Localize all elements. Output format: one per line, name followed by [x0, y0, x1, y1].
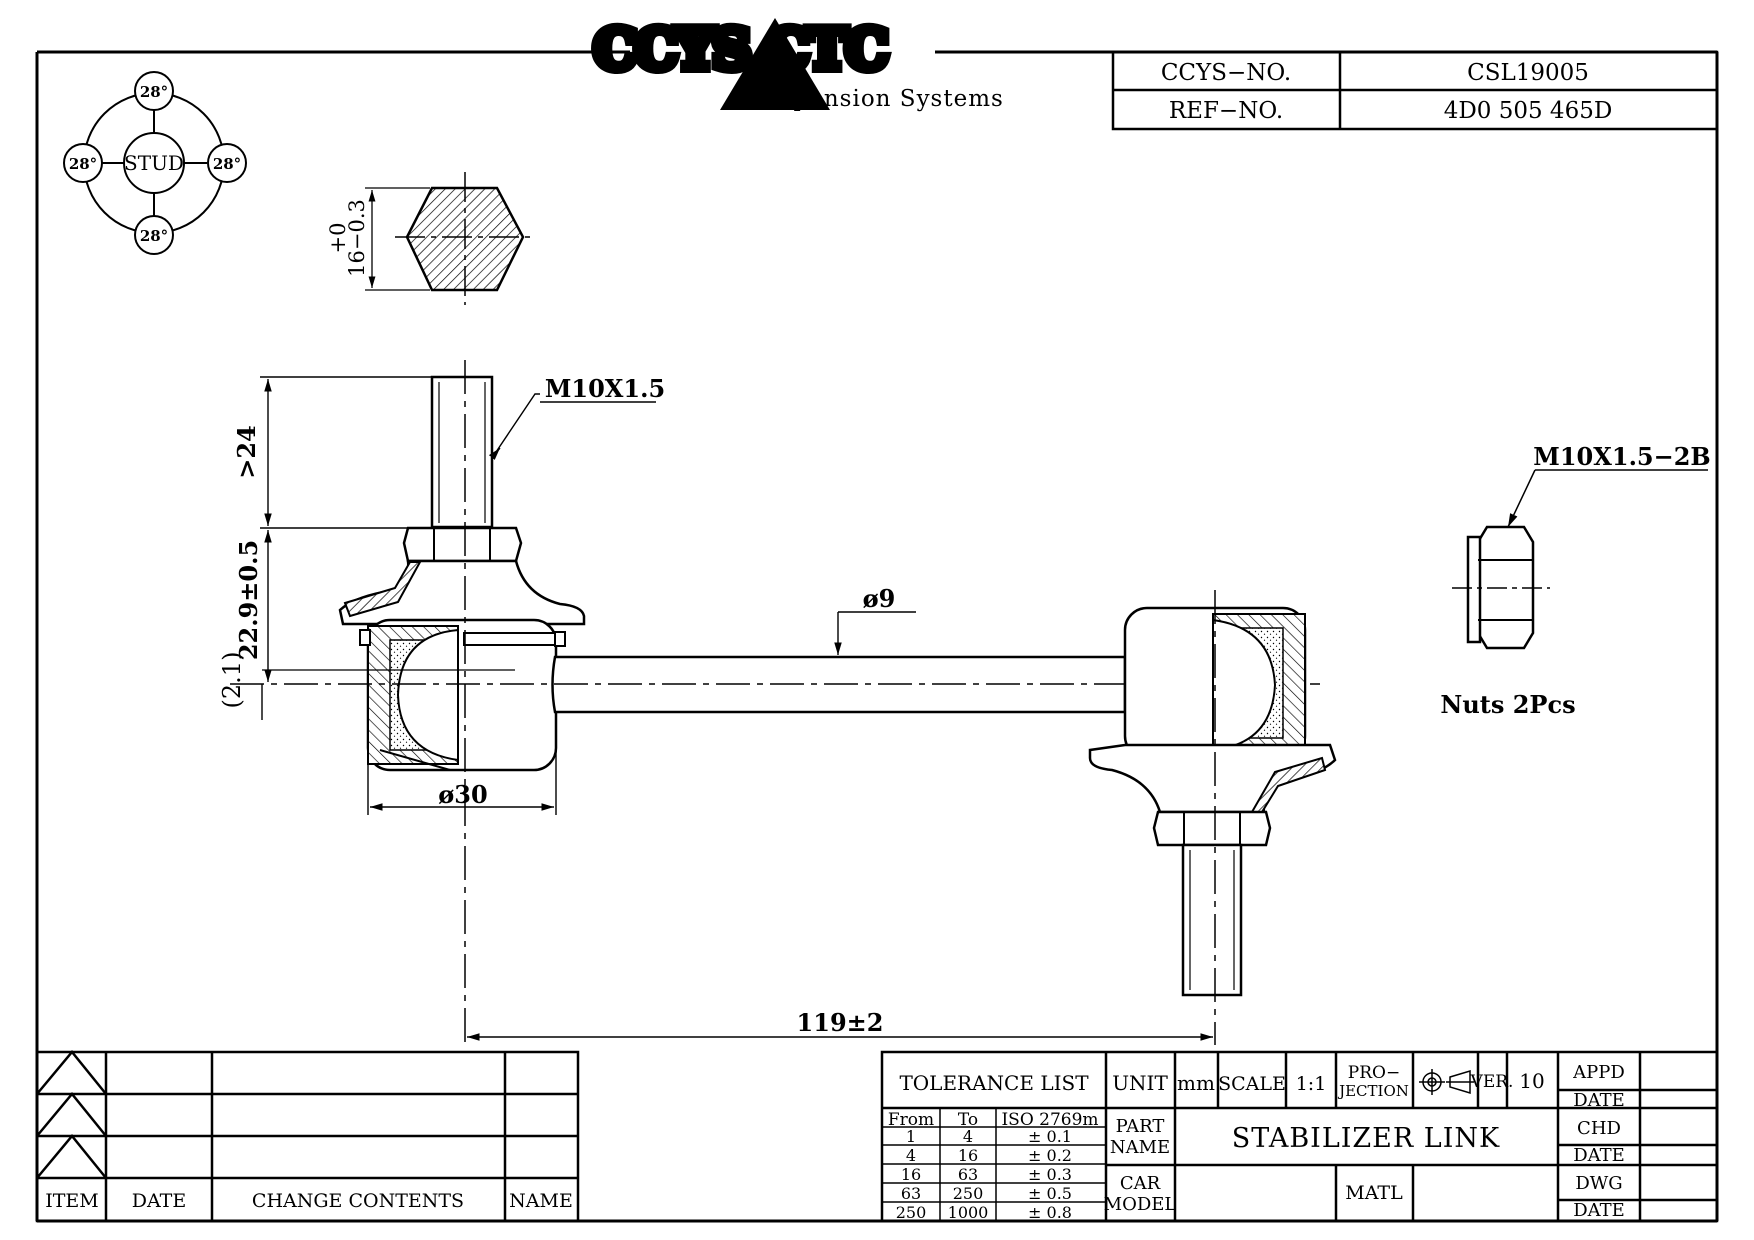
- tol-row-1-to: 4: [963, 1127, 973, 1146]
- tol-row-1-from: 1: [906, 1127, 916, 1146]
- ball-diameter-label: ø30: [438, 780, 487, 809]
- stud-angle-top: 28°: [140, 83, 168, 101]
- rev-header-name: NAME: [509, 1190, 573, 1212]
- logo-subtitle: Suspension Systems: [748, 86, 1004, 112]
- offset-label: (2.1): [218, 652, 246, 709]
- info-block: TOLERANCE LIST From To ISO 2769m 1 4 ± 0…: [880, 1050, 1719, 1223]
- part-name-label-2: NAME: [1110, 1137, 1170, 1158]
- unit-value: mm: [1177, 1071, 1215, 1095]
- matl-label: MATL: [1345, 1182, 1403, 1204]
- ver-value: 10: [1519, 1069, 1544, 1093]
- dwg-date-label: DATE: [1573, 1200, 1625, 1221]
- rod-diameter-label: ø9: [863, 584, 896, 613]
- projection-label-2: JECTION: [1337, 1082, 1409, 1100]
- height-tol-label: 22.9±0.5: [234, 540, 263, 660]
- stud-length-label: >24: [232, 425, 261, 479]
- car-model-label-2: MODEL: [1104, 1194, 1177, 1215]
- logo-brand: CCYS CTC: [594, 17, 886, 81]
- thread-left-label: M10X1.5: [545, 374, 665, 403]
- projection-label-1: PRO−: [1348, 1063, 1400, 1083]
- tol-header-to: To: [958, 1110, 978, 1130]
- tol-row-3-from: 16: [901, 1165, 921, 1184]
- tol-row-2-from: 4: [906, 1146, 916, 1165]
- tol-row-5-from: 250: [896, 1203, 927, 1222]
- projection-symbol-icon: [1419, 1069, 1474, 1095]
- stud-angle-right: 28°: [213, 155, 241, 173]
- stud-angle-diagram: STUD 28° 28° 28° 28°: [63, 71, 247, 255]
- revision-table: ITEM DATE CHANGE CONTENTS NAME: [35, 1050, 580, 1223]
- rev-header-change: CHANGE CONTENTS: [252, 1190, 464, 1212]
- ref-no-label: REF−NO.: [1169, 98, 1283, 124]
- hex-tol-bottom: 16−0.3: [345, 199, 369, 277]
- rev-header-item: ITEM: [45, 1190, 99, 1212]
- ccys-no-label: CCYS−NO.: [1161, 60, 1291, 86]
- right-ball-joint: [1088, 606, 1337, 997]
- nut-detail: [1452, 469, 1708, 650]
- tol-row-4-from: 63: [901, 1184, 921, 1203]
- tol-row-2-to: 16: [958, 1146, 978, 1165]
- scale-value: 1:1: [1296, 1073, 1327, 1095]
- nut-thread-label: M10X1.5−2B: [1533, 442, 1710, 471]
- tol-header-from: From: [888, 1110, 934, 1130]
- chd-date-label: DATE: [1573, 1145, 1625, 1166]
- tol-row-5-to: 1000: [948, 1203, 989, 1222]
- stud-angle-bottom: 28°: [140, 227, 168, 245]
- dimension-labels: M10X1.5 >24 22.9±0.5 (2.1) ø9 ø30 119±2: [218, 374, 895, 1037]
- center-lines: [464, 360, 1216, 1045]
- tol-row-1-value: ± 0.1: [1028, 1127, 1072, 1146]
- left-ball-joint: [338, 375, 586, 772]
- stud-angle-left: 28°: [69, 155, 97, 173]
- rev-header-date: DATE: [132, 1190, 186, 1212]
- unit-label: UNIT: [1112, 1071, 1168, 1095]
- company-logo: CCYS CTC Suspension Systems: [589, 12, 1004, 112]
- tol-row-2-value: ± 0.2: [1028, 1146, 1072, 1165]
- hex-tol-top: +0: [326, 223, 350, 254]
- sheet-border: [35, 50, 1719, 1223]
- car-model-label-1: CAR: [1120, 1173, 1161, 1194]
- tol-row-3-value: ± 0.3: [1028, 1165, 1072, 1184]
- tol-row-5-value: ± 0.8: [1028, 1203, 1072, 1222]
- tolerance-title: TOLERANCE LIST: [899, 1071, 1089, 1095]
- part-name-value: STABILIZER LINK: [1232, 1123, 1500, 1154]
- ccys-no-value: CSL19005: [1467, 60, 1589, 86]
- ver-label: VER.: [1470, 1072, 1514, 1092]
- tol-row-4-to: 250: [953, 1184, 984, 1203]
- nut-quantity-label: Nuts 2Pcs: [1440, 690, 1575, 719]
- hex-section-view: +0 16−0.3: [326, 172, 535, 305]
- title-block: CCYS−NO. CSL19005 REF−NO. 4D0 505 465D: [1111, 50, 1719, 131]
- stud-center-label: STUD: [124, 151, 184, 175]
- dwg-label: DWG: [1575, 1173, 1622, 1194]
- dimension-lines: [260, 376, 1213, 1041]
- appd-date-label: DATE: [1573, 1090, 1625, 1111]
- tol-header-iso: ISO 2769m: [1001, 1110, 1098, 1130]
- chd-label: CHD: [1577, 1118, 1621, 1139]
- part-name-label-1: PART: [1116, 1116, 1165, 1137]
- center-distance-label: 119±2: [797, 1008, 884, 1037]
- ref-no-value: 4D0 505 465D: [1444, 98, 1613, 124]
- appd-label: APPD: [1572, 1062, 1625, 1083]
- tol-row-3-to: 63: [958, 1165, 978, 1184]
- tol-row-4-value: ± 0.5: [1028, 1184, 1072, 1203]
- scale-label: SCALE: [1218, 1073, 1286, 1095]
